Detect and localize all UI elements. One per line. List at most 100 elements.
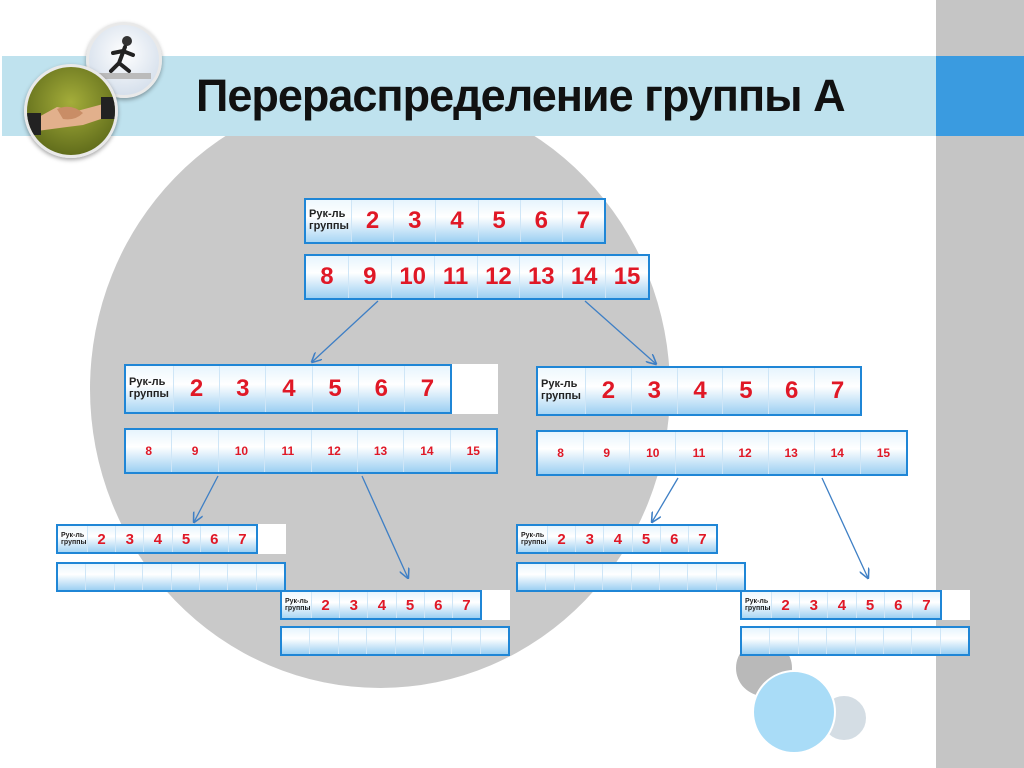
member-cell: 13	[520, 256, 564, 298]
leader-cell: 2	[548, 526, 577, 552]
right-blue-accent	[936, 56, 1024, 136]
leader-cell: 2	[352, 200, 395, 242]
member-slot	[603, 564, 632, 590]
member-cell: 11	[434, 256, 478, 298]
leader-cell: 4	[677, 368, 724, 414]
leader-cell: 2	[88, 526, 117, 552]
leader-cell: 3	[220, 366, 267, 412]
leader-cell: 5	[312, 366, 359, 412]
leader-cell: 2	[772, 592, 801, 618]
member-cell: 8	[538, 432, 585, 474]
leader-cell: 5	[723, 368, 770, 414]
leader-cell: 2	[312, 592, 341, 618]
handshake-logo	[24, 64, 118, 158]
member-cell: 11	[676, 432, 723, 474]
member-slot	[143, 564, 172, 590]
member-slot	[171, 564, 200, 590]
member-slot	[912, 628, 941, 654]
member-slot	[742, 628, 771, 654]
member-cell: 9	[584, 432, 631, 474]
leader-cell: 7	[912, 592, 941, 618]
member-cell: 8	[126, 430, 173, 472]
member-cell: 15	[860, 432, 906, 474]
leader-cell: 5	[632, 526, 661, 552]
member-cell: 12	[311, 430, 358, 472]
member-slot	[228, 564, 257, 590]
member-slot	[480, 628, 508, 654]
runner-icon	[97, 36, 151, 79]
leader-cell: 4	[828, 592, 857, 618]
leader-cell: 3	[631, 368, 678, 414]
member-cell: 10	[391, 256, 435, 298]
member-slot	[282, 628, 311, 654]
leader-cell: 4	[368, 592, 397, 618]
member-slot	[452, 628, 481, 654]
member-slot	[256, 564, 284, 590]
member-slot	[86, 564, 115, 590]
leader-cell: 6	[769, 368, 816, 414]
member-slot	[798, 628, 828, 654]
member-slot	[855, 628, 884, 654]
top-member-row: 8 9 10 11 12 13 14 15	[304, 254, 650, 300]
member-slot	[338, 628, 368, 654]
leader-cell: 3	[394, 200, 437, 242]
member-slot	[395, 628, 424, 654]
leader-cell: 7	[815, 368, 860, 414]
member-cell: 9	[172, 430, 219, 472]
bl-b-white-tail	[480, 590, 510, 620]
leader-cell: 4	[604, 526, 633, 552]
arrow-top-right	[584, 300, 656, 364]
leader-cell: 3	[800, 592, 829, 618]
leader-cell: 5	[856, 592, 885, 618]
leader-cell: 6	[884, 592, 913, 618]
member-slot	[659, 564, 689, 590]
leader-cell: 2	[586, 368, 632, 414]
slide-title: Перераспределение группы А	[196, 70, 846, 121]
member-cell: 15	[606, 256, 648, 298]
member-slot	[883, 628, 913, 654]
member-slot	[827, 628, 856, 654]
leader-cell: 4	[436, 200, 479, 242]
leader-cell: 7	[404, 366, 451, 412]
leader-cell: 6	[200, 526, 229, 552]
br-b-white-tail	[940, 590, 970, 620]
member-cell: 14	[814, 432, 861, 474]
leader-cell: 6	[358, 366, 405, 412]
leader-cell: 7	[688, 526, 717, 552]
br-b-member-row	[740, 626, 970, 656]
member-cell: 13	[768, 432, 815, 474]
leader-cell: 3	[576, 526, 605, 552]
member-cell: 13	[357, 430, 405, 472]
arrow-left-a	[194, 475, 219, 522]
handshake-icon	[27, 97, 115, 135]
member-cell: 10	[218, 430, 266, 472]
mid-left-white-tail	[450, 364, 498, 414]
leader-cell: 4	[144, 526, 173, 552]
member-cell: 15	[450, 430, 496, 472]
leader-cell: 2	[174, 366, 221, 412]
arrow-right-a	[652, 477, 679, 522]
member-cell: 14	[563, 256, 607, 298]
mid-right-member-row: 8 9 10 11 12 13 14 15	[536, 430, 908, 476]
member-slot	[114, 564, 144, 590]
member-slot	[58, 564, 87, 590]
member-slot	[310, 628, 339, 654]
leader-cell: 3	[340, 592, 369, 618]
leader-cell: 5	[396, 592, 425, 618]
member-slot	[716, 564, 744, 590]
mid-left-member-row: 8 9 10 11 12 13 14 15	[124, 428, 498, 474]
arrow-top-left	[312, 300, 379, 362]
bl-a-member-row	[56, 562, 286, 592]
